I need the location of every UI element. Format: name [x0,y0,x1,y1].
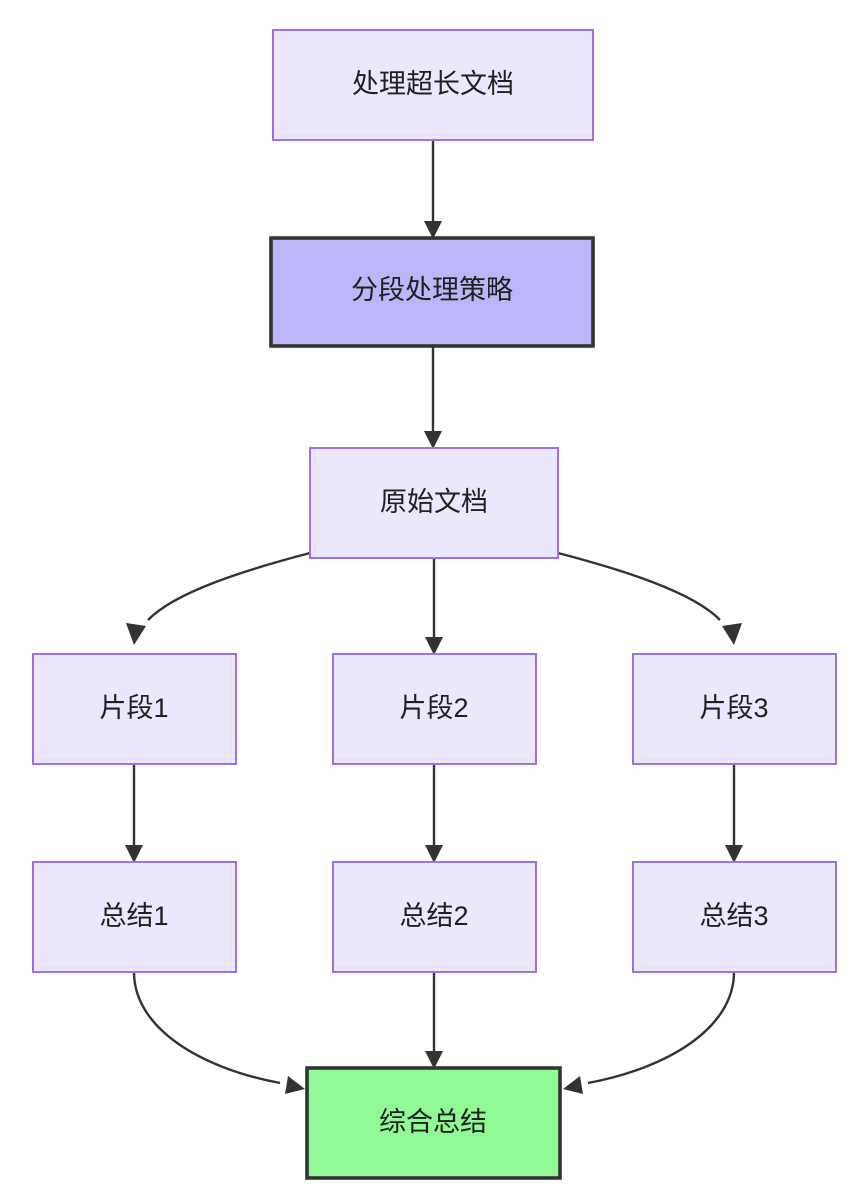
node-doc-box[interactable] [272,29,594,141]
node-strategy-label: 分段处理策略 [351,275,513,305]
node-final[interactable]: 综合总结 [305,1066,562,1180]
node-strategy-box[interactable] [269,236,595,348]
node-sum3-label: 总结3 [699,901,768,931]
edge-doc-to-strategy [424,140,442,239]
node-sum1-label: 总结1 [99,901,168,931]
node-frag3-box[interactable] [632,653,837,765]
node-sum1[interactable]: 总结1 [32,861,237,973]
edge-frag3-to-sum3 [725,764,743,863]
edge-sum2-to-final [425,972,443,1069]
edges-layer [125,140,743,1094]
node-sum1-box[interactable] [32,861,237,973]
node-frag3[interactable]: 片段3 [632,653,837,765]
node-sum2[interactable]: 总结2 [332,861,537,973]
node-sum2-label: 总结2 [399,901,468,931]
edge-source-to-frag3 [557,551,742,645]
node-doc[interactable]: 处理超长文档 [272,29,594,141]
nodes-layer: 处理超长文档 分段处理策略 原始文档 片段1 片段2 [32,29,837,1180]
node-frag1-label: 片段1 [99,693,168,723]
node-doc-label: 处理超长文档 [352,69,514,99]
node-sum3-box[interactable] [632,861,837,973]
node-final-box[interactable] [305,1066,562,1180]
node-frag2[interactable]: 片段2 [332,653,537,765]
node-sum3[interactable]: 总结3 [632,861,837,973]
edge-frag1-to-sum1 [125,764,143,863]
node-source[interactable]: 原始文档 [309,447,559,559]
edge-sum1-to-final [132,971,305,1094]
node-source-box[interactable] [309,447,559,559]
edge-strategy-to-source [424,346,442,449]
node-frag1[interactable]: 片段1 [32,653,237,765]
edge-frag2-to-sum2 [425,764,443,863]
node-frag2-label: 片段2 [399,693,468,723]
edge-source-to-frag2 [425,558,443,655]
edge-sum3-to-final [563,971,736,1094]
node-strategy[interactable]: 分段处理策略 [269,236,595,348]
node-final-label: 综合总结 [379,1107,487,1137]
node-frag3-label: 片段3 [699,693,768,723]
node-frag1-box[interactable] [32,653,237,765]
node-sum2-box[interactable] [332,861,537,973]
node-source-label: 原始文档 [380,487,488,517]
edge-source-to-frag1 [126,551,311,645]
node-frag2-box[interactable] [332,653,537,765]
